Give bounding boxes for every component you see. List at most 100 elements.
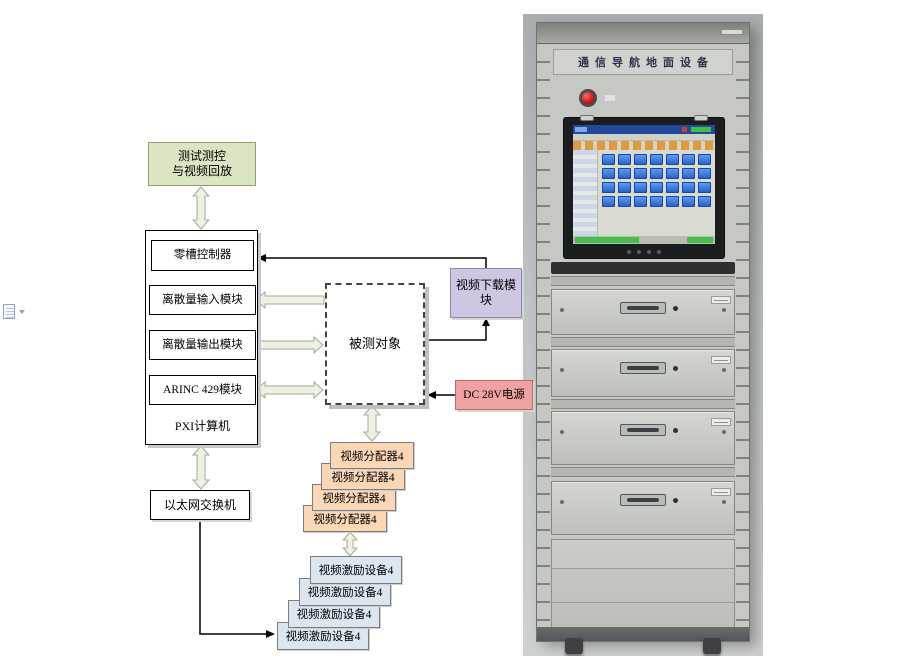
- arrow-dut-distributor: [362, 405, 382, 442]
- screen-app-button: [666, 196, 679, 207]
- rack-drawer-2: [551, 349, 735, 397]
- drawer-label-chip: [711, 296, 731, 304]
- discrete-output-label: 离散量输出模块: [162, 338, 243, 351]
- screen-app-button: [698, 196, 711, 207]
- monitor-control-buttons: [627, 250, 661, 254]
- exciter-label: 视频激励设备4: [318, 565, 394, 577]
- drawer-label-chip: [711, 488, 731, 496]
- drawer-screw-left: [560, 308, 564, 312]
- box-video-exciter-1: 视频激励设备4: [310, 556, 402, 584]
- status-green-bar-right: [687, 237, 713, 243]
- screen-app-button: [650, 196, 663, 207]
- drawer-screw-right: [722, 368, 726, 372]
- screen-app-button: [650, 182, 663, 193]
- document-icon: [3, 304, 15, 319]
- drawer-label-chip: [711, 356, 731, 364]
- arrow-dut-discrete-in: [255, 290, 325, 310]
- screen-app-button: [618, 168, 631, 179]
- rack-seam-panel: [551, 276, 735, 286]
- drawer-handle: [620, 362, 666, 374]
- screen-app-button: [682, 154, 695, 165]
- rack-seam-panel: [551, 467, 735, 477]
- arrow-distributor-exciter: [341, 531, 359, 557]
- drawer-screw-right: [722, 430, 726, 434]
- screen-app-button: [618, 182, 631, 193]
- box-device-under-test: 被测对象: [325, 283, 425, 405]
- screen-app-button: [666, 154, 679, 165]
- drawer-screw-right: [722, 308, 726, 312]
- screen-app-button: [682, 182, 695, 193]
- rack-rail-left: [537, 45, 550, 627]
- box-pxi-chassis: 零槽控制器 离散量输入模块 离散量输出模块 ARINC 429模块 PXI计算机: [145, 230, 258, 445]
- arrowhead-to-videodownload: [482, 318, 490, 326]
- screen-app-button: [682, 196, 695, 207]
- rack-kick-panel: [537, 627, 749, 641]
- drawer-handle: [620, 494, 666, 506]
- screen-main-panel: [598, 150, 715, 236]
- screen-app-button: [634, 196, 647, 207]
- screen-app-button: [634, 182, 647, 193]
- screen-app-button: [682, 168, 695, 179]
- drawer-keyhole: [673, 498, 678, 503]
- distributor-label: 视频分配器4: [331, 471, 395, 484]
- rack-caster-left: [565, 638, 583, 654]
- video-download-label: 视频下载模块: [455, 278, 516, 307]
- rack-drawer-4: [551, 481, 735, 535]
- drawer-keyhole: [673, 306, 678, 311]
- arrowhead-to-dut: [427, 391, 436, 399]
- rack-seam-panel: [551, 337, 735, 347]
- drawer-screw-left: [560, 430, 564, 434]
- emergency-stop-button: [579, 89, 597, 107]
- exciter-label: 视频激励设备4: [307, 587, 383, 599]
- screen-app-button: [698, 168, 711, 179]
- screen-app-button: [602, 196, 615, 207]
- screen-app-button: [618, 196, 631, 207]
- monitor-hinge-bar: [551, 262, 735, 274]
- drawer-handle: [620, 302, 666, 314]
- rack-caster-right: [703, 638, 721, 654]
- screen-app-button: [602, 154, 615, 165]
- screen-menu-bar: [573, 134, 715, 141]
- screen-green-indicator: [691, 127, 711, 132]
- screen-app-button: [698, 182, 711, 193]
- arrowhead-to-exciter: [266, 630, 275, 638]
- screen-toolbar: [573, 141, 715, 150]
- box-zero-slot-controller: 零槽控制器: [151, 240, 254, 271]
- monitor-latch-right: [694, 115, 708, 121]
- test-control-line1: 测试测控: [177, 149, 226, 163]
- estop-label-chip: [605, 95, 615, 101]
- screen-status-bar: [573, 236, 715, 244]
- distributor-label: 视频分配器4: [340, 450, 404, 463]
- rack-logo: [721, 29, 743, 35]
- screen-app-button: [666, 182, 679, 193]
- status-green-bar-left: [575, 237, 639, 243]
- arrow-testcontrol-chassis: [191, 186, 211, 230]
- drawer-label-chip: [711, 418, 731, 426]
- monitor-screen: [573, 125, 715, 244]
- line-videodownload-controller: [260, 257, 487, 268]
- screen-app-button: [618, 154, 631, 165]
- document-options-widget[interactable]: [3, 304, 27, 321]
- screen-app-button: [602, 168, 615, 179]
- dc-power-label: DC 28V电源: [463, 388, 525, 401]
- screen-button-grid: [602, 154, 711, 207]
- rack-drawer-3: [551, 411, 735, 465]
- exciter-label: 视频激励设备4: [296, 609, 372, 621]
- screen-app-button: [698, 154, 711, 165]
- arrow-discrete-out-dut: [255, 335, 324, 355]
- dut-label: 被测对象: [348, 335, 401, 351]
- screen-red-indicator: [682, 127, 687, 132]
- box-discrete-output-module: 离散量输出模块: [149, 330, 256, 360]
- discrete-input-label: 离散量输入模块: [162, 293, 243, 306]
- arinc429-label: ARINC 429模块: [163, 383, 242, 396]
- arrow-arinc-dut: [255, 380, 324, 400]
- screen-side-panel: [573, 150, 598, 236]
- screen-app-button: [634, 154, 647, 165]
- line-ethernet-exciter: [199, 520, 273, 635]
- rack-top-cap: [537, 23, 749, 44]
- distributor-label: 视频分配器4: [322, 492, 386, 505]
- rack-title: 通信导航地面设备: [578, 57, 714, 69]
- distributor-label: 视频分配器4: [313, 513, 377, 526]
- drawer-handle: [620, 424, 666, 436]
